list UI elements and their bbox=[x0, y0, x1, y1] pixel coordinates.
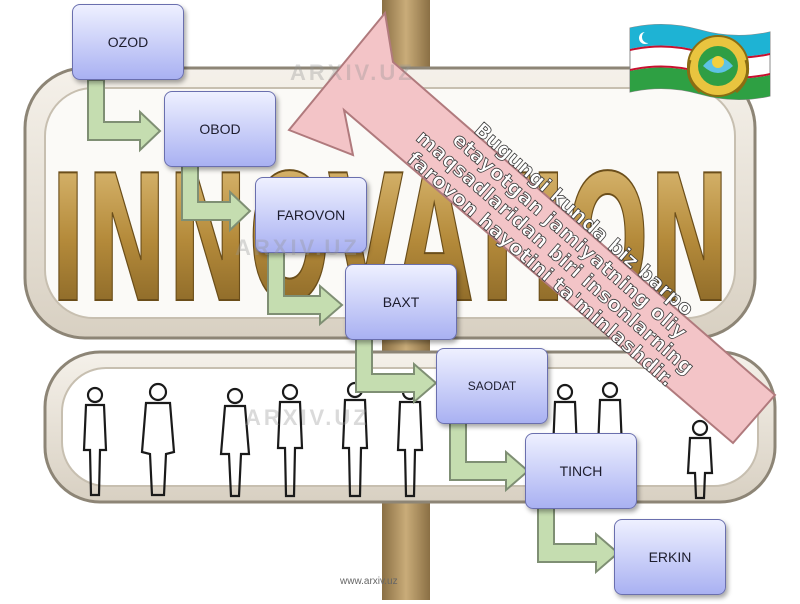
watermark: ARXIV.UZ bbox=[245, 405, 370, 430]
chain-box-ozod: OZOD bbox=[72, 4, 184, 80]
people-silhouettes bbox=[82, 381, 714, 500]
chain-box-tinch: TINCH bbox=[525, 433, 637, 509]
state-emblem-icon bbox=[686, 35, 750, 97]
chain-box-saodat: SAODAT bbox=[436, 348, 548, 424]
connectors bbox=[87, 79, 620, 575]
watermark: ARXIV.UZ bbox=[290, 60, 415, 85]
chain-box-farovon: FAROVON bbox=[255, 177, 367, 253]
chain-box-baxt: BAXT bbox=[345, 264, 457, 340]
big-arrow-shape bbox=[287, 10, 777, 445]
chain-box-erkin: ERKIN bbox=[614, 519, 726, 595]
watermark: ARXIV.UZ bbox=[235, 235, 360, 260]
chain-box-obod: OBOD bbox=[164, 91, 276, 167]
footer-url[interactable]: www.arxiv.uz bbox=[340, 576, 398, 587]
